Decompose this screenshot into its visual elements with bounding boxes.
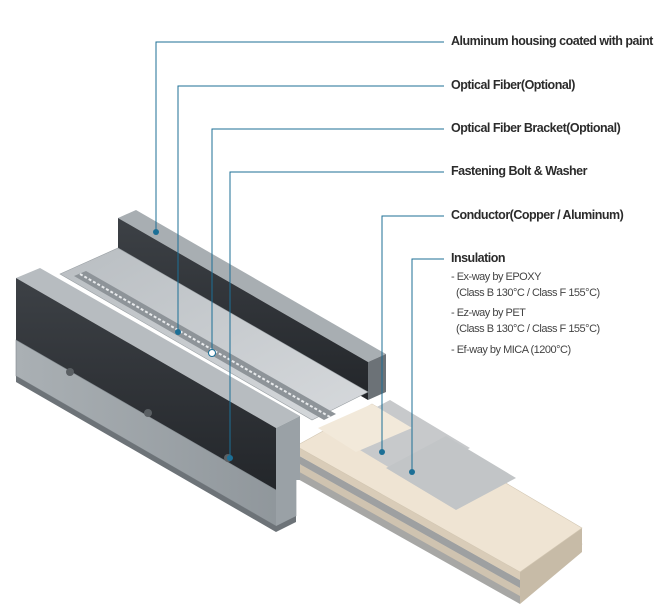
leader-optical-fiber: [177, 85, 444, 332]
label-housing: Aluminum housing coated with paint: [451, 34, 653, 48]
label-bolt: Fastening Bolt & Washer: [451, 164, 587, 178]
insulation-layer-edge: [296, 470, 520, 604]
insulation-layer-edge-2: [296, 462, 520, 596]
insulation-strip-back: [318, 404, 412, 452]
leader-conductor: [381, 215, 444, 452]
housing-front-wall: [16, 278, 276, 490]
leader-dots: [153, 229, 415, 475]
leader-insulation: [411, 258, 444, 472]
insulation-option-epoxy: - Ex-way by EPOXY: [451, 271, 541, 283]
optical-fiber-line: [79, 273, 331, 418]
housing-rear-wall-face: [118, 218, 368, 400]
dot-insulation: [409, 469, 415, 475]
bolt-head-1: [66, 368, 74, 376]
leader-bolt: [229, 171, 444, 458]
dot-bolt: [227, 455, 233, 461]
insulation-layer-edge-3: [296, 454, 520, 588]
housing-end-cap: [276, 416, 300, 526]
label-fiber-bracket: Optical Fiber Bracket(Optional): [451, 121, 621, 135]
fiber-groove: [74, 271, 336, 420]
insulation-option-epoxy-class: (Class B 130°C / Class F 155°C): [456, 287, 600, 299]
insulation-option-pet: - Ez-way by PET: [451, 307, 526, 319]
conductor-stack: [295, 400, 583, 604]
insulation-option-pet-class: (Class B 130°C / Class F 155°C): [456, 323, 600, 335]
housing-top-cover: [59, 247, 369, 421]
leader-housing: [155, 41, 444, 232]
label-conductor: Conductor(Copper / Aluminum): [451, 208, 624, 222]
insulation-option-mica: - Ef-way by MICA (1200°C): [451, 344, 571, 356]
aluminum-housing: [15, 210, 386, 532]
dot-fiber-bracket: [208, 349, 216, 357]
housing-rear-wall-top: [118, 210, 386, 362]
insulation-end-right: [520, 528, 582, 604]
housing-front-top-edge: [16, 268, 300, 428]
leader-fiber-bracket: [211, 128, 444, 353]
dot-housing: [153, 229, 159, 235]
dot-conductor: [379, 449, 385, 455]
insulation-layer-edge-4: [296, 446, 520, 580]
dot-optical-fiber: [175, 329, 181, 335]
label-optical-fiber: Optical Fiber(Optional): [451, 78, 575, 92]
housing-rear-wall-lip: [368, 354, 386, 400]
leader-lines: [155, 41, 444, 472]
bolt-head-2: [144, 409, 152, 417]
conductor-bar-2: [386, 436, 516, 510]
label-insulation: Insulation: [451, 251, 506, 265]
